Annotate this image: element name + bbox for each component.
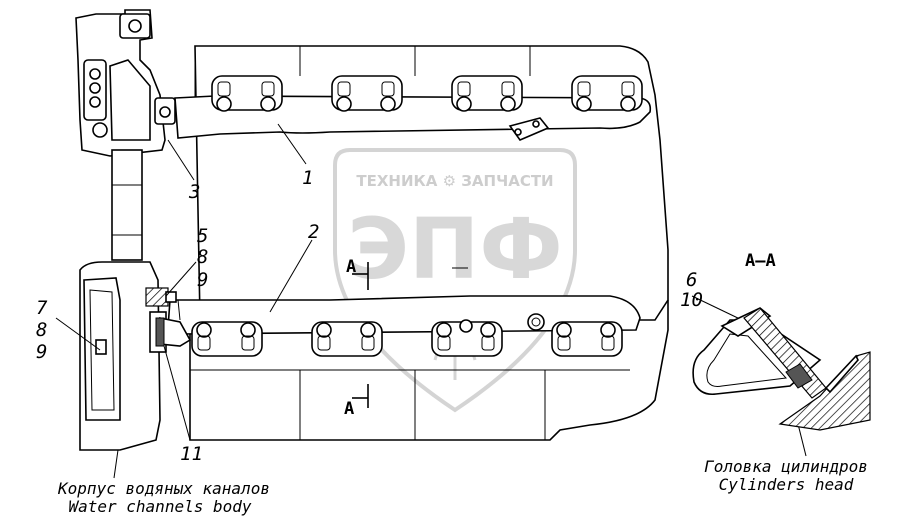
exhaust-manifold-upper bbox=[174, 75, 652, 141]
section-aa-detail: A–A bbox=[692, 251, 871, 431]
callout-11: 11 bbox=[180, 443, 203, 465]
callout-8-lower: 8 bbox=[36, 319, 47, 341]
section-title: A–A bbox=[745, 251, 776, 271]
manifold-port-8 bbox=[551, 321, 623, 357]
leader-lines bbox=[55, 123, 807, 479]
manifold-port-6 bbox=[311, 321, 383, 357]
callout-numbers: 1 2 3 5 8 9 7 8 9 11 6 10 bbox=[36, 167, 703, 465]
manifold-port-5 bbox=[191, 321, 263, 357]
exhaust-manifold-lower bbox=[167, 295, 641, 357]
gasket-upper bbox=[145, 287, 169, 307]
manifold-port-1 bbox=[211, 75, 283, 112]
manifold-port-2 bbox=[331, 75, 403, 112]
caption-head-en: Cylinders head bbox=[719, 475, 854, 494]
section-marker-upper: A bbox=[346, 257, 369, 290]
callout-3: 3 bbox=[188, 181, 200, 203]
engine-block bbox=[189, 45, 669, 441]
captions: Корпус водяных каналов Water channels bo… bbox=[57, 457, 868, 516]
manifold-port-7 bbox=[431, 319, 503, 357]
callout-9-upper: 9 bbox=[197, 269, 208, 291]
watermark-top-text: ТЕХНИКА ⚙ ЗАПЧАСТИ bbox=[356, 172, 553, 190]
callout-7: 7 bbox=[36, 297, 48, 319]
water-channels-body bbox=[75, 9, 192, 451]
callout-5: 5 bbox=[197, 225, 208, 247]
callout-10: 10 bbox=[680, 289, 703, 311]
callout-6: 6 bbox=[686, 269, 697, 291]
watermark: ТЕХНИКА ⚙ ЗАПЧАСТИ ЭПФ bbox=[333, 148, 577, 413]
caption-water-ru: Корпус водяных каналов bbox=[57, 479, 270, 498]
section-marker-lower-label: A bbox=[344, 399, 354, 419]
callout-2: 2 bbox=[308, 221, 319, 243]
callout-8-upper: 8 bbox=[197, 246, 208, 268]
caption-water-en: Water channels body bbox=[68, 497, 251, 516]
manifold-port-4 bbox=[571, 75, 643, 112]
manifold-port-3 bbox=[451, 75, 523, 112]
section-marker-lower: A bbox=[344, 384, 369, 419]
caption-head-ru: Головка цилиндров bbox=[704, 457, 868, 476]
watermark-big-text: ЭПФ bbox=[347, 200, 562, 298]
section-marker-upper-label: A bbox=[346, 257, 356, 277]
callout-9-lower: 9 bbox=[36, 341, 47, 363]
callout-1: 1 bbox=[302, 167, 313, 189]
